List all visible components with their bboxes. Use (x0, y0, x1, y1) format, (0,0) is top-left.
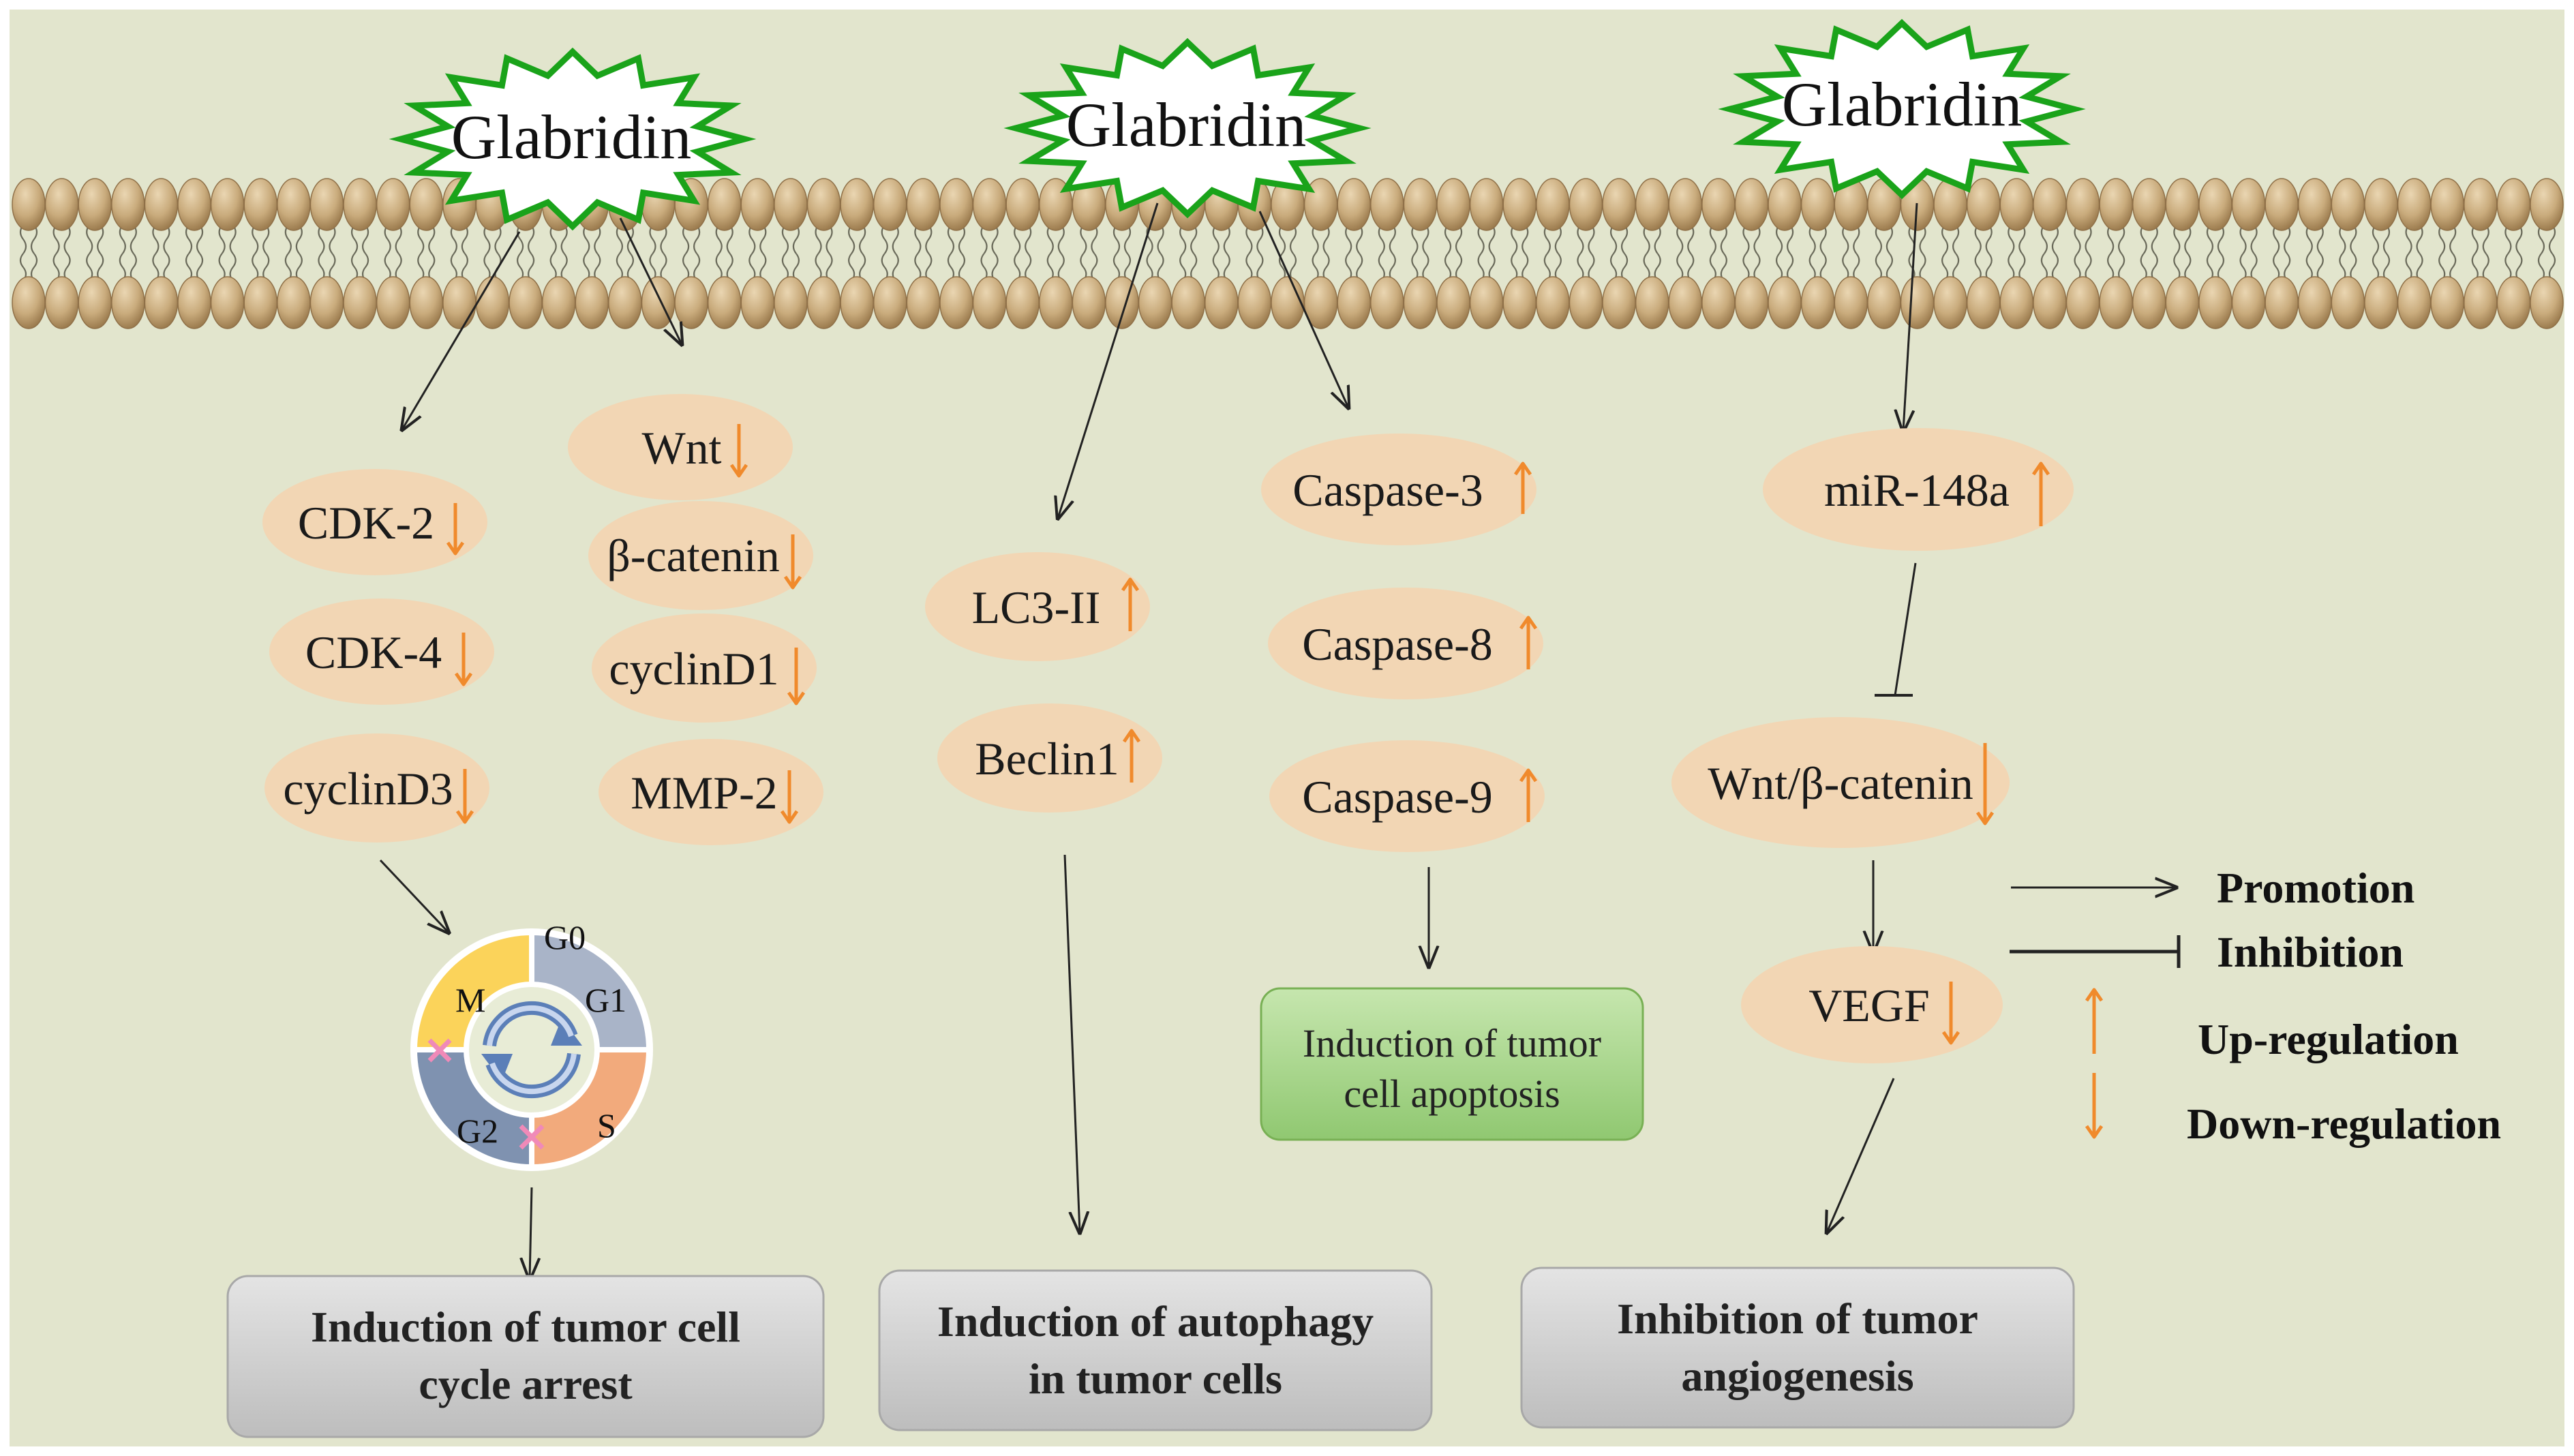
cycle-arrows-icon (481, 1001, 582, 1099)
svg-text:Caspase-8: Caspase-8 (1302, 618, 1492, 670)
arrow-to-cdk (402, 231, 521, 429)
molecule-cdk-4: CDK-4 (269, 598, 494, 705)
up-arrow-icon (1519, 768, 1538, 822)
glabridin-star-2 (1003, 37, 1372, 219)
svg-text:Up-regulation: Up-regulation (2198, 1015, 2459, 1063)
molecule-wnt-beta-catenin: Wnt/β-catenin (1671, 717, 2010, 848)
panel-angiogenesis: Glabridin miR-148a Wnt/β-catenin VEGF In… (1520, 18, 2086, 1429)
svg-text:cyclinD1: cyclinD1 (609, 643, 778, 695)
down-arrow-icon (1941, 982, 1960, 1045)
molecule-caspase-9: Caspase-9 (1269, 740, 1545, 852)
molecule-caspase-3: Caspase-3 (1261, 434, 1536, 545)
arrow-to-outcome-3 (1827, 1078, 1895, 1232)
legend-up-regulation: Up-regulation (2085, 988, 2459, 1063)
inhibition-mir-to-wnt (1875, 562, 1917, 697)
glabridin-label-3: Glabridin (1782, 70, 2023, 139)
molecule-beclin1: Beclin1 (937, 703, 1162, 813)
outcome-box-cell-cycle-arrest: Induction of tumor cell cycle arrest (226, 1275, 825, 1438)
svg-text:Wnt/β-catenin: Wnt/β-catenin (1708, 757, 1973, 809)
svg-text:angiogenesis: angiogenesis (1681, 1352, 1913, 1400)
svg-text:miR-148a: miR-148a (1824, 464, 2010, 516)
molecule-cdk-2: CDK-2 (262, 469, 487, 575)
svg-text:in tumor cells: in tumor cells (1029, 1354, 1282, 1403)
cell-cycle-wheel: G0 G1 S G2 M (410, 918, 653, 1171)
up-arrow-icon (1122, 729, 1141, 783)
molecule-mmp-2: MMP-2 (599, 739, 823, 845)
svg-text:cell apoptosis: cell apoptosis (1344, 1072, 1560, 1116)
down-arrow-icon (454, 633, 473, 686)
svg-text:CDK-2: CDK-2 (298, 497, 434, 549)
up-arrow-icon (1519, 616, 1538, 669)
svg-text:Caspase-3: Caspase-3 (1292, 464, 1483, 516)
up-arrow-icon (1121, 577, 1140, 631)
svg-text:VEGF: VEGF (1808, 980, 1930, 1031)
glabridin-label-2: Glabridin (1066, 90, 1307, 160)
arrow-to-outcome-2 (1063, 854, 1080, 1232)
down-arrow-icon (455, 769, 474, 824)
legend-down-regulation: Down-regulation (2085, 1073, 2501, 1148)
phase-g0-label: G0 (544, 918, 586, 956)
glabridin-star-3 (1718, 18, 2086, 200)
svg-text:Caspase-9: Caspase-9 (1302, 771, 1492, 823)
down-arrow-icon (780, 770, 799, 824)
down-arrow-icon (787, 648, 806, 706)
apoptosis-box: Induction of tumor cell apoptosis (1260, 987, 1644, 1141)
svg-text:Induction of tumor: Induction of tumor (1303, 1021, 1601, 1065)
outcome-box-autophagy: Induction of autophagy in tumor cells (878, 1269, 1433, 1431)
up-arrow-icon (2031, 461, 2050, 526)
molecule-mir-148a: miR-148a (1763, 428, 2074, 551)
up-arrow-icon (1513, 461, 1532, 514)
svg-text:cyclinD3: cyclinD3 (283, 763, 453, 815)
legend-inhibition: Inhibition (2010, 928, 2404, 976)
svg-text:LC3-II: LC3-II (972, 581, 1101, 633)
svg-text:MMP-2: MMP-2 (631, 767, 777, 819)
glabridin-label-1: Glabridin (451, 102, 692, 172)
svg-text:Induction of tumor cell: Induction of tumor cell (311, 1303, 740, 1351)
molecule-vegf: VEGF (1741, 946, 2003, 1063)
down-arrow-icon (783, 534, 802, 590)
phase-g2-label: G2 (457, 1112, 498, 1150)
molecule-cyclind3: cyclinD3 (264, 733, 489, 843)
arrow-to-wnt (619, 217, 682, 344)
svg-text:Inhibition: Inhibition (2217, 928, 2404, 976)
block-cross-icon (427, 1038, 452, 1063)
molecule-lc3-ii: LC3-II (925, 552, 1150, 661)
down-arrow-icon (1975, 743, 1995, 825)
svg-text:β-catenin: β-catenin (607, 530, 780, 581)
arrow-to-caspase (1258, 211, 1348, 408)
svg-text:CDK-4: CDK-4 (305, 626, 442, 678)
molecule-beta-catenin: β-catenin (588, 501, 813, 610)
molecule-wnt: Wnt (568, 394, 793, 500)
down-arrow-icon (729, 424, 748, 478)
arrow-to-mir148a (1903, 202, 1918, 431)
block-cross-icon (519, 1124, 545, 1150)
panel-cell-cycle-arrest: Glabridin CDK-2 CDK-4 cyclinD3 Wnt β-ca (226, 47, 825, 1438)
glabridin-star-1 (389, 47, 757, 231)
panel-autophagy-apoptosis: Glabridin LC3-II Beclin1 Caspase-3 Caspa… (878, 37, 1644, 1431)
legend: Promotion Inhibition Up-regulation Down-… (2010, 864, 2501, 1148)
svg-text:Down-regulation: Down-regulation (2187, 1099, 2501, 1148)
phase-s-label: S (597, 1106, 616, 1144)
svg-text:Beclin1: Beclin1 (975, 733, 1119, 785)
phase-m-label: M (455, 981, 485, 1019)
svg-text:Induction of autophagy: Induction of autophagy (937, 1297, 1374, 1346)
outcome-box-angiogenesis: Inhibition of tumor angiogenesis (1520, 1267, 2075, 1429)
molecule-caspase-8: Caspase-8 (1268, 588, 1543, 699)
arrow-to-lc3 (1058, 202, 1159, 518)
svg-text:cycle arrest: cycle arrest (419, 1360, 633, 1408)
arrow-to-cell-cycle (379, 859, 449, 932)
svg-text:Promotion: Promotion (2217, 864, 2414, 912)
svg-text:Inhibition of tumor: Inhibition of tumor (1617, 1294, 1978, 1343)
molecule-cyclind1: cyclinD1 (592, 613, 817, 723)
diagram-background (10, 10, 2564, 1446)
down-arrow-icon (446, 503, 465, 556)
arrow-to-outcome-1 (530, 1187, 532, 1279)
svg-text:Wnt: Wnt (641, 422, 721, 474)
phase-g1-label: G1 (585, 981, 626, 1019)
legend-promotion: Promotion (2011, 864, 2414, 912)
